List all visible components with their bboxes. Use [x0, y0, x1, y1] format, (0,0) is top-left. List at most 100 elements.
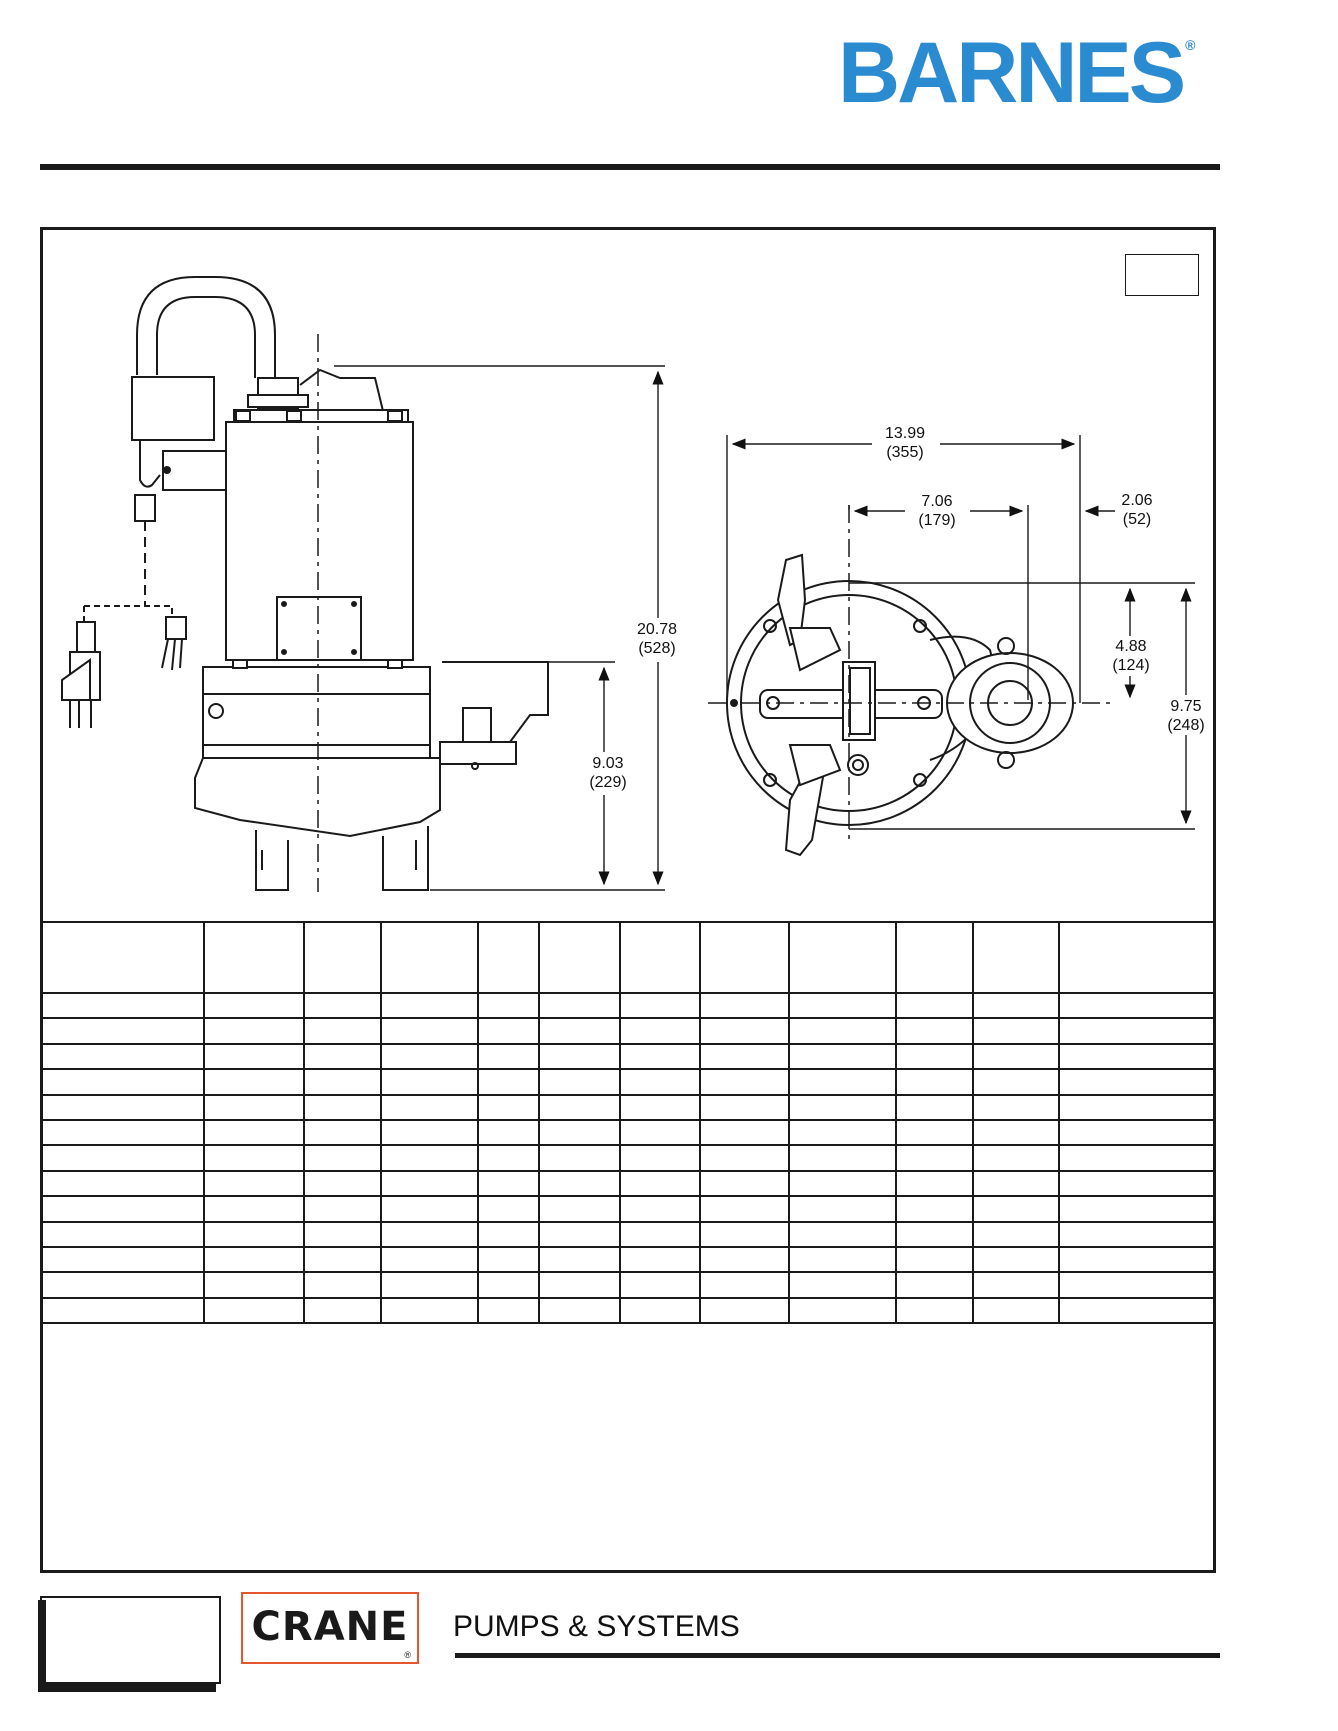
table-cell: [789, 1094, 897, 1121]
table-cell: [304, 1018, 382, 1045]
table-cell: [204, 1297, 305, 1325]
footer-tagline: PUMPS & SYSTEMS: [453, 1610, 740, 1643]
table-cell: [1059, 1119, 1213, 1147]
table-cell: [700, 1094, 790, 1121]
table-cell: [381, 1297, 479, 1325]
table-cell: [973, 1094, 1060, 1121]
table-row: [43, 1196, 1213, 1223]
table-cell: [204, 993, 305, 1020]
table-cell: [789, 1272, 897, 1299]
table-cell: [896, 1221, 974, 1248]
dim-center-to-discharge-mm: (179): [918, 512, 956, 529]
table-cell: [620, 1221, 701, 1248]
table-cell: [620, 1297, 701, 1325]
table-cell: [43, 1069, 205, 1096]
table-header-cell: [973, 922, 1060, 994]
dim-overall-height: 20.78(528): [617, 620, 697, 658]
table-cell: [381, 1196, 479, 1223]
table-cell: [381, 1221, 479, 1248]
table-cell: [304, 1221, 382, 1248]
table-cell: [1059, 993, 1213, 1020]
table-row: [43, 993, 1213, 1020]
table-header-cell: [381, 922, 479, 994]
table-cell: [43, 1043, 205, 1071]
table-cell: [789, 1069, 897, 1096]
barnes-logo: BARNES®: [838, 30, 1196, 116]
dim-overall-depth-mm: (248): [1167, 717, 1205, 734]
dim-overall-width: 13.99(355): [865, 424, 945, 462]
table-cell: [43, 1145, 205, 1172]
volute: [194, 757, 441, 838]
dim-half-depth-in: 4.88: [1115, 638, 1147, 655]
dim-overall-height-in: 20.78: [636, 621, 678, 638]
table-cell: [1059, 1043, 1213, 1071]
table-header-cell: [1059, 922, 1213, 994]
spec-frame: [40, 227, 1216, 1573]
table-cell: [478, 1246, 540, 1274]
table-cell: [539, 1119, 621, 1147]
dim-half-depth-mm: (124): [1112, 657, 1150, 674]
table-row: [43, 1221, 1213, 1248]
table-header-cell: [789, 922, 897, 994]
table-cell: [204, 1170, 305, 1198]
table-cell: [700, 1018, 790, 1045]
table-cell: [539, 1018, 621, 1045]
footer-rule: [455, 1653, 1220, 1658]
table-cell: [43, 1246, 205, 1274]
table-cell: [789, 1297, 897, 1325]
table-cell: [539, 1272, 621, 1299]
table-cell: [478, 1221, 540, 1248]
dim-center-to-discharge-in: 7.06: [921, 493, 953, 510]
table-row: [43, 1119, 1213, 1147]
table-cell: [789, 1145, 897, 1172]
model-tag-box: [1125, 254, 1199, 296]
table-header-cell: [539, 922, 621, 994]
table-header-cell: [43, 922, 205, 994]
table-cell: [478, 1170, 540, 1198]
table-cell: [381, 993, 479, 1020]
table-cell: [381, 1018, 479, 1045]
table-row: [43, 1170, 1213, 1198]
table-cell: [620, 1246, 701, 1274]
table-cell: [304, 1170, 382, 1198]
barnes-reg-mark: ®: [1185, 37, 1196, 53]
table-cell: [304, 993, 382, 1020]
table-cell: [789, 1119, 897, 1147]
table-cell: [478, 1297, 540, 1325]
table-row: [43, 1145, 1213, 1172]
crane-reg-mark: ®: [404, 1650, 411, 1660]
table-cell: [304, 1043, 382, 1071]
table-cell: [1059, 1069, 1213, 1096]
table-cell: [381, 1145, 479, 1172]
table-cell: [700, 1297, 790, 1325]
table-cell: [789, 1018, 897, 1045]
table-cell: [700, 1272, 790, 1299]
table-cell: [43, 1119, 205, 1147]
dim-overall-width-in: 13.99: [884, 425, 926, 442]
table-cell: [973, 1069, 1060, 1096]
table-cell: [43, 1018, 205, 1045]
table-cell: [1059, 1221, 1213, 1248]
table-row: [43, 1069, 1213, 1096]
table-cell: [620, 1119, 701, 1147]
table-cell: [973, 1297, 1060, 1325]
table-cell: [304, 1145, 382, 1172]
table-cell: [896, 1069, 974, 1096]
table-row: [43, 1018, 1213, 1045]
table-cell: [700, 1246, 790, 1274]
table-cell: [620, 1043, 701, 1071]
table-cell: [539, 1094, 621, 1121]
table-cell: [43, 1170, 205, 1198]
table-cell: [700, 1196, 790, 1223]
dim-discharge-offset-mm: (52): [1122, 511, 1152, 528]
table-cell: [478, 1094, 540, 1121]
table-cell: [789, 1043, 897, 1071]
power-plug: [76, 621, 96, 653]
table-cell: [620, 1170, 701, 1198]
table-cell: [973, 1119, 1060, 1147]
table-header-cell: [304, 922, 382, 994]
table-cell: [1059, 1246, 1213, 1274]
table-cell: [620, 993, 701, 1020]
table-cell: [539, 1221, 621, 1248]
